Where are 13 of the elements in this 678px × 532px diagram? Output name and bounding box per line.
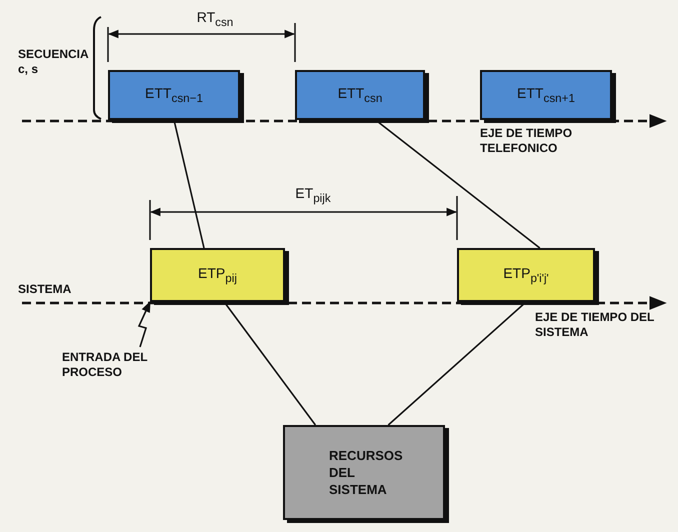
box-label: ETP$_{p'i'j'}$ xyxy=(503,265,549,285)
box-label: ETT$_{csn−1}$ xyxy=(145,85,203,105)
axis-title: SISTEMA xyxy=(18,282,72,297)
axis-title: SECUENCIA c, s xyxy=(18,47,90,77)
axis-label: EJE DE TIEMPO TELEFONICO xyxy=(480,126,574,156)
leader-arrow xyxy=(138,300,151,348)
box-label: ETT$_{csn}$ xyxy=(338,85,382,105)
dimension-label: ET$_{pijk}$ xyxy=(294,186,332,206)
process-entry-label: ENTRADA DEL PROCESO xyxy=(62,350,172,380)
box-label: ETP$_{pij}$ xyxy=(198,265,237,285)
box-label: ETT$_{csn+1}$ xyxy=(517,85,575,105)
axis-label: EJE DE TIEMPO DEL SISTEMA xyxy=(535,310,655,340)
dimension-label: RT$_{csn}$ xyxy=(196,10,234,30)
